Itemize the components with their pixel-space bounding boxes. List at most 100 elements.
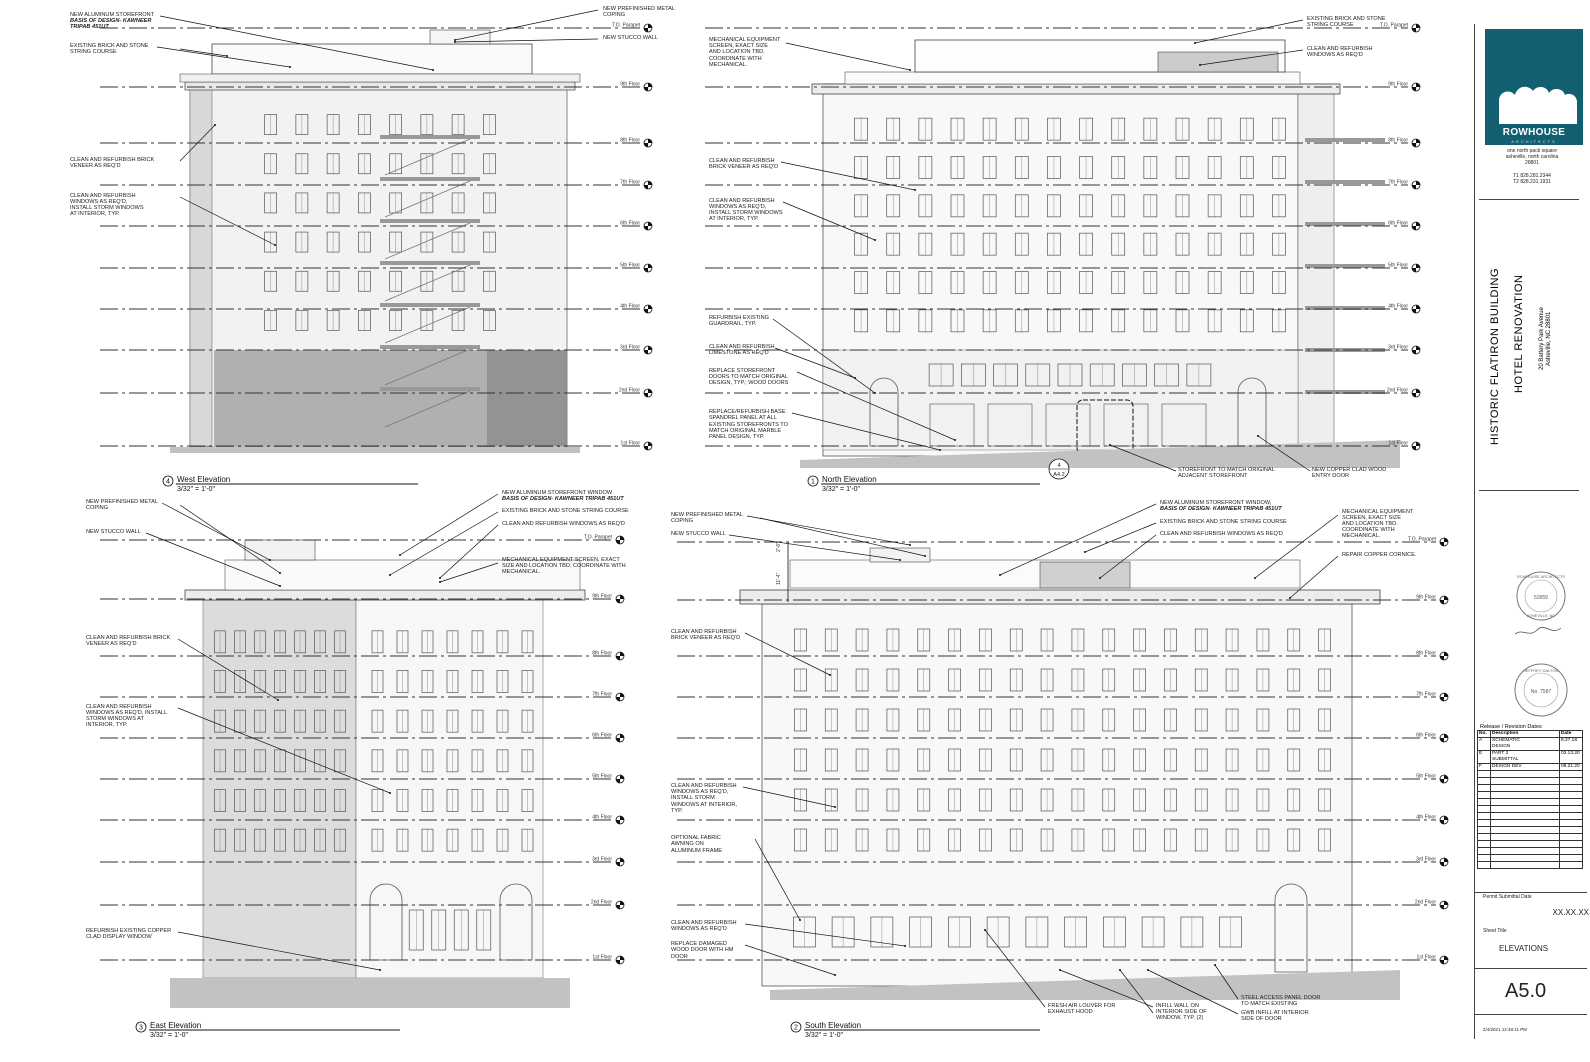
level-marker-fill [644,83,652,91]
project-title: HISTORIC FLATIRON BUILDING [1489,267,1501,445]
level-marker-fill [644,181,652,189]
annotation-note: NEW STUCCO WALL [671,531,726,537]
annotation-note: BRICK VENEER AS REQ'D [709,164,778,170]
level-label: 3rd Floor [620,345,640,351]
leader-dot [874,239,876,241]
leader-dot [899,559,901,561]
south-cornice [739,589,1381,605]
level-label: 8th Floor [1388,138,1408,144]
leader-dot [914,189,916,191]
revision-header-row: No. Description Date [1477,730,1583,738]
table-cell [1490,805,1560,813]
east-stair-tower [244,539,316,561]
leader-dot [1119,969,1121,971]
level-label: 1st Floor [1417,955,1437,961]
annotation-note: AT INTERIOR, TYP. [70,211,120,217]
annotation-note: COORDINATE WITH [709,56,762,62]
title-block: ROWHOUSE ARCHITECTS one north pack squar… [1474,24,1589,1039]
view-number: 2 [794,1025,798,1032]
annotation-note: WINDOWS AS REQ'D [671,926,727,932]
level-marker-fill [1440,956,1448,964]
annotation-note: EXISTING BRICK AND STONE STRING COURSE [502,508,629,514]
leader-dot [1289,597,1291,599]
leader-dot [984,929,986,931]
north-elevation [800,39,1400,480]
north-ground [800,440,1400,468]
level-label: 9th Floor [1388,82,1408,88]
west-penthouse [211,43,533,75]
annotation-note: SIDE OF DOOR [1241,1016,1282,1022]
fire-escape-balcony [1305,138,1385,142]
fire-escape-stair [384,222,471,260]
annotation-note: CLEAN AND REFURBISH [709,344,775,350]
west-end-bay [189,87,213,447]
sheet-title: ELEVATIONS [1499,944,1549,953]
leader-line [1084,522,1157,553]
annotation-note: DESIGN, TYP.; WOOD DOORS [709,380,789,386]
annotation-note: AND LOCATION TBD. [709,49,765,55]
leader-line [1194,19,1304,44]
annotation-note: ALUMINUM FRAME [671,848,722,854]
table-row [1477,798,1583,806]
annotation-note: EXISTING BRICK AND STONE [1307,16,1386,22]
annotation-note: AT INTERIOR, TYP. [709,216,759,222]
north-base [822,349,1299,451]
seal-2-number: No. 7587 [1531,689,1552,695]
annotation-note: INTERIOR SIDE OF [1156,1009,1207,1015]
rev-no: F [1477,763,1491,771]
table-row [1477,784,1583,792]
leader-line [179,196,276,246]
firm-logo: ROWHOUSE ARCHITECTS [1485,29,1583,145]
west-ground [170,447,580,453]
architect-seal-icon: 52659 ROWHOUSE ARCHITECTS ASHEVILLE, NC [1516,571,1566,621]
view-title: West Elevation [177,475,230,484]
leader-dot [279,585,281,587]
level-label: T.O. Parapet [1408,537,1437,543]
level-label: 7th Floor [592,692,612,698]
leader-line [145,532,281,587]
level-label: 5th Floor [1416,774,1436,780]
divider [1475,1014,1587,1015]
engineer-seal-icon: JEFFREY DALTON No. 7587 [1514,663,1568,717]
annotation-note: MECHANICAL EQUIPMENT [1342,509,1414,515]
annotation-note: WINDOWS AT INTERIOR, [671,802,737,808]
level-label: 9th Floor [592,594,612,600]
fire-escape-balcony [1305,264,1385,268]
fire-escape-balcony [1305,306,1385,310]
leader-line [754,838,801,921]
annotation-note: SCREEN, EXACT SIZE [1342,515,1401,521]
annotation-note: EXISTING BRICK AND STONE [70,43,149,49]
level-label: 7th Floor [620,180,640,186]
table-cell [1559,854,1583,862]
seal-1-top: ROWHOUSE ARCHITECTS [1517,575,1565,579]
table-cell [1477,791,1491,799]
table-cell [1477,826,1491,834]
leader-line [1289,555,1339,599]
annotation-note: GUARDRAIL, TYP. [709,321,757,327]
leader-line [177,707,391,794]
level-label: 6th Floor [1388,221,1408,227]
level-marker-fill [644,24,652,32]
level-marker-fill [616,858,624,866]
south-ground [770,970,1400,1000]
leader-line [177,931,381,971]
annotation-note: AND LOCATION TBD. [1342,521,1398,527]
table-cell [1477,777,1491,785]
leader-line [1119,969,1154,1014]
south-mech-screen [1039,561,1131,589]
leader-dot [1257,435,1259,437]
arched-entry [1237,377,1267,447]
level-label: 1st Floor [1389,441,1409,447]
annotation-note: STEEL ACCESS PANEL DOOR [1241,995,1320,1001]
view-number: 3 [139,1025,143,1032]
table-cell [1477,819,1491,827]
annotation-note: DOOR [671,954,688,960]
level-marker-fill [1412,264,1420,272]
leader-dot [909,544,911,546]
south-facade [761,603,1353,987]
level-label: T.O. Parapet [612,23,641,29]
annotation-note: REPAIR COPPER CORNICE. [1342,552,1417,558]
leader-dot [1059,969,1061,971]
seal-2-top: JEFFREY DALTON [1524,668,1559,673]
level-marker-fill [644,442,652,450]
